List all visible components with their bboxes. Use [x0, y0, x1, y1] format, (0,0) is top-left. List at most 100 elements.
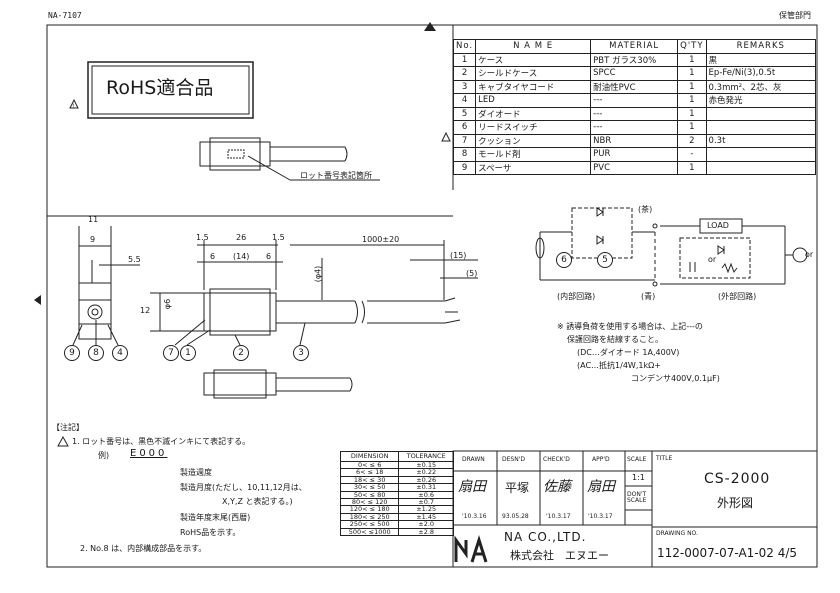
dim-11: 11 [88, 215, 99, 224]
dim-1000: 1000±20 [362, 235, 400, 244]
part-qty: 1 [677, 120, 707, 135]
dim-12: 12 [140, 306, 151, 315]
col-material: MATERIAL [590, 39, 679, 54]
tolerance-range: 0< ≤ 6 [339, 460, 400, 470]
circuit-note-line: 保護回路を結線すること。 [567, 335, 663, 344]
callout-1: 1 [180, 345, 196, 361]
part-remarks [705, 120, 817, 135]
tolerance-row: 50< ≤ 80±0.6 [339, 490, 454, 500]
approved-date: '10.3.17 [588, 513, 613, 520]
example-label: 例) [98, 451, 110, 460]
tolerance-value: ±0.31 [398, 483, 454, 492]
part-material: PUR [590, 147, 679, 162]
circuit-or-label: or [708, 255, 717, 264]
part-name: キャブタイヤコード [475, 79, 592, 94]
checked-header: CHECK'D [543, 456, 570, 463]
part-qty: 1 [677, 160, 707, 175]
dont-scale-label: DON'T SCALE [627, 491, 647, 504]
part-material: 耐油性PVC [590, 79, 679, 94]
part-no: 9 [452, 160, 477, 175]
circuit-external-label: (外部回路) [718, 292, 757, 301]
part-name: リードスイッチ [475, 120, 592, 135]
part-material: PBT ガラス30% [590, 52, 679, 67]
tolerance-row: 500< ≤1000±2.8 [339, 527, 454, 537]
doc-code: NA-7107 [48, 11, 82, 20]
approved-signature: 扇田 [587, 479, 615, 495]
callout-2: 2 [233, 345, 249, 361]
callout-8: 7 [163, 345, 179, 361]
part-qty: 2 [677, 133, 707, 148]
dim-9: 9 [90, 235, 96, 244]
part-name: モールド剤 [475, 147, 592, 162]
part-remarks [705, 160, 817, 175]
tolerance-range: 50< ≤ 80 [339, 490, 400, 500]
dim-phi6: φ6 [163, 298, 173, 310]
circuit-blue-label: (青) [641, 292, 656, 301]
checked-date: '10.3.17 [546, 513, 571, 520]
part-material: SPCC [590, 66, 679, 81]
company-name-jp: 株式会社 エヌエー [510, 549, 609, 562]
dim-6-right: 6 [266, 252, 272, 261]
col-qty: Q'TY [677, 39, 707, 54]
note-rohs: RoHS品を示す。 [180, 528, 241, 537]
part-name: LED [475, 93, 592, 108]
part-qty: 1 [677, 106, 707, 121]
part-no: 4 [452, 93, 477, 108]
part-remarks: 0.3mm²、2芯、灰 [705, 79, 817, 94]
note-2: 2. No.8 は、内部構成部品を示す。 [80, 544, 207, 553]
designed-header: DESN'D [502, 456, 525, 463]
part-name: スペーサ [475, 160, 592, 175]
part-no: 7 [452, 133, 477, 148]
part-no: 2 [452, 66, 477, 81]
drawing-number: 112-0007-07-A1-02 4/5 [657, 546, 798, 560]
tolerance-row: 30< ≤ 50±0.31 [339, 483, 454, 492]
warning-icon: ! [72, 103, 75, 110]
rohs-compliance-label: RoHS適合品 [106, 77, 214, 99]
part-name: ケース [475, 52, 592, 67]
part-material: NBR [590, 133, 679, 148]
part-material: --- [590, 93, 679, 108]
note-week: 製造週度 [180, 468, 212, 477]
dim-1-5-left: 1.5 [196, 233, 209, 242]
part-qty: 1 [677, 66, 707, 81]
tolerance-row: 18< ≤ 30±0.26 [339, 475, 454, 485]
designed-date: 93.05.28 [502, 513, 529, 520]
dim-14: (14) [233, 252, 250, 261]
circuit-node-6: 6 [556, 252, 572, 268]
circuit-note-line: (AC…抵抗1/4W,1kΩ+ [577, 361, 661, 370]
col-remarks: REMARKS [705, 39, 817, 54]
drawing-no-header: DRAWING NO. [656, 530, 698, 537]
part-material: --- [590, 106, 679, 121]
drawing-name: 外形図 [717, 496, 754, 510]
model-name: CS-2000 [704, 471, 771, 487]
tol-col-dimension: DIMENSION [339, 451, 400, 462]
tolerance-range: 30< ≤ 50 [339, 483, 400, 492]
dim-1-5-right: 1.5 [272, 233, 285, 242]
approved-header: APP'D [592, 456, 610, 463]
checked-signature: 佐藤 [543, 479, 571, 495]
circuit-load-label: LOAD [707, 221, 729, 230]
col-name: N A M E [475, 39, 592, 54]
part-remarks: 黒 [705, 52, 817, 67]
dim-phi4: (φ4) [313, 265, 323, 283]
tolerance-value: ±0.15 [398, 460, 454, 470]
part-qty: 1 [677, 79, 707, 94]
drawn-signature: 扇田 [458, 479, 486, 495]
dim-6-left: 6 [210, 252, 216, 261]
part-qty: 1 [677, 52, 707, 67]
part-remarks: 赤色発光 [705, 93, 817, 108]
part-qty: - [677, 147, 707, 162]
tolerance-range: 500< ≤1000 [339, 527, 400, 537]
circuit-note-line: ※ 誘導負荷を使用する場合は、上記---の [557, 322, 703, 331]
tol-col-tolerance: TOLERANCE [398, 451, 454, 462]
callout-9: 8 [88, 345, 104, 361]
